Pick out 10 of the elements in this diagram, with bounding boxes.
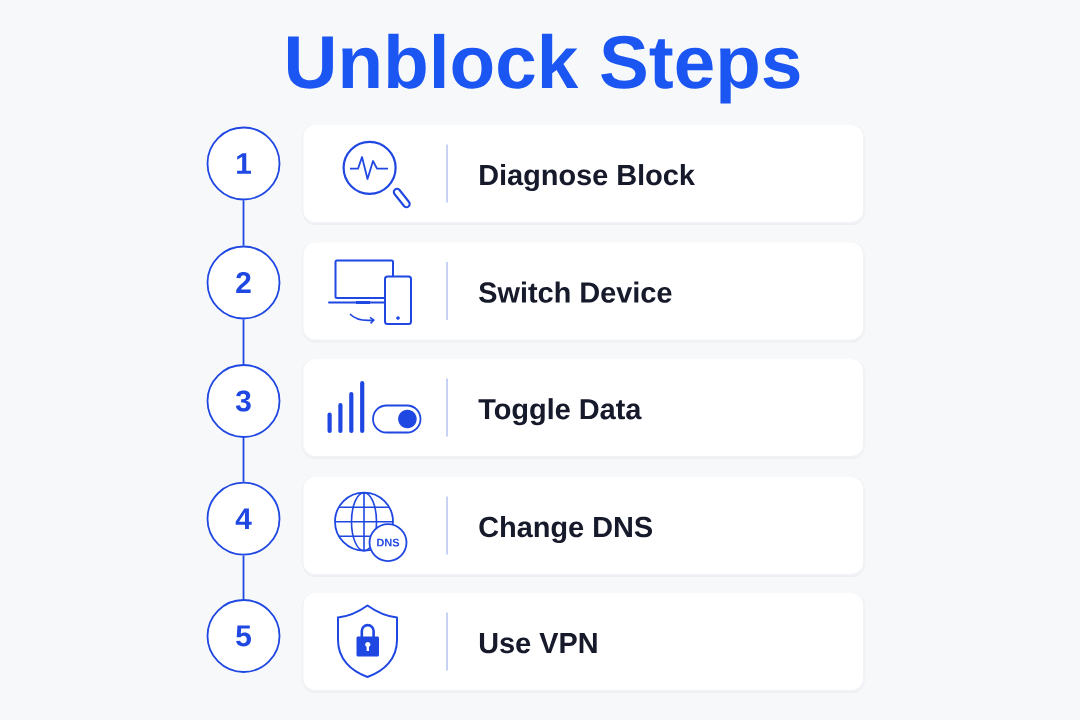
connector-line: [242, 437, 245, 483]
step-card: Switch Device: [301, 242, 866, 343]
connector-line: [242, 199, 245, 247]
step-card: Toggle Data: [301, 359, 866, 460]
title: Unblock Steps: [288, 33, 800, 104]
step-card: Diagnose Block: [301, 125, 866, 225]
badge: DNS: [368, 523, 408, 562]
connector-line: [242, 554, 245, 600]
connector-line: [242, 318, 245, 365]
step-card: Use VPN: [301, 593, 866, 693]
